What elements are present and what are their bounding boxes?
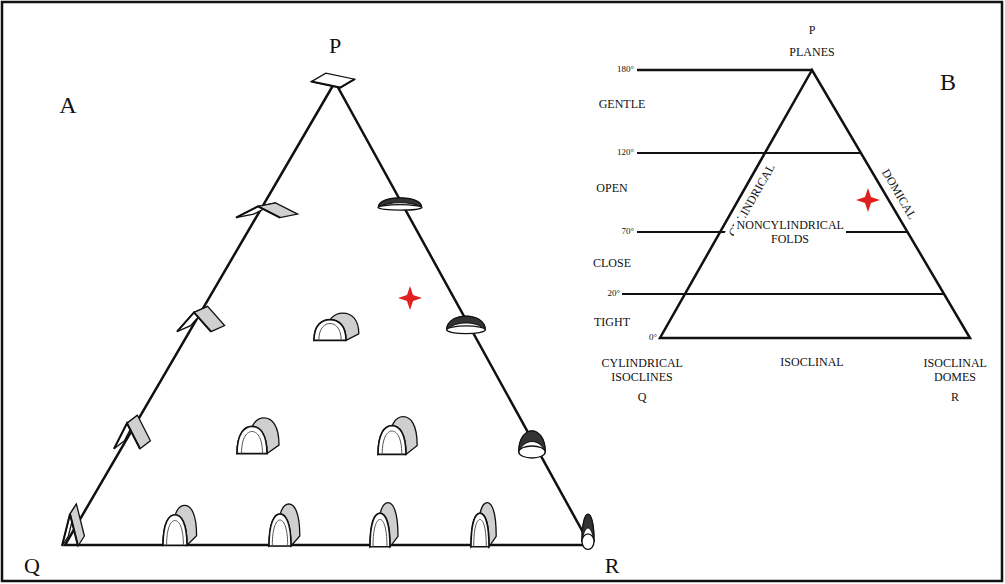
label: 120° (617, 147, 634, 158)
label: R (605, 553, 620, 579)
label: 70° (621, 226, 634, 237)
label: DOMICAL (879, 166, 920, 222)
label: 0° (649, 332, 657, 343)
label: TIGHT (594, 315, 630, 329)
label: 20° (607, 288, 620, 299)
label: OPEN (596, 181, 627, 195)
label: Q (24, 553, 40, 579)
label: B (940, 68, 956, 97)
label: A (59, 91, 76, 120)
label: ISOCLINAL DOMES (924, 356, 987, 385)
label: CLOSE (593, 256, 631, 270)
label: ISOCLINAL (780, 355, 843, 369)
label: P (809, 23, 816, 37)
label: P (329, 33, 341, 59)
label: CYLINDRICAL ISOCLINES (602, 356, 683, 385)
label: NONCYLINDRICAL FOLDS (734, 218, 847, 247)
label: Q (638, 390, 647, 404)
label: PLANES (789, 45, 834, 59)
label: GENTLE (599, 97, 646, 111)
label: R (951, 390, 959, 404)
label: 180° (617, 64, 634, 75)
